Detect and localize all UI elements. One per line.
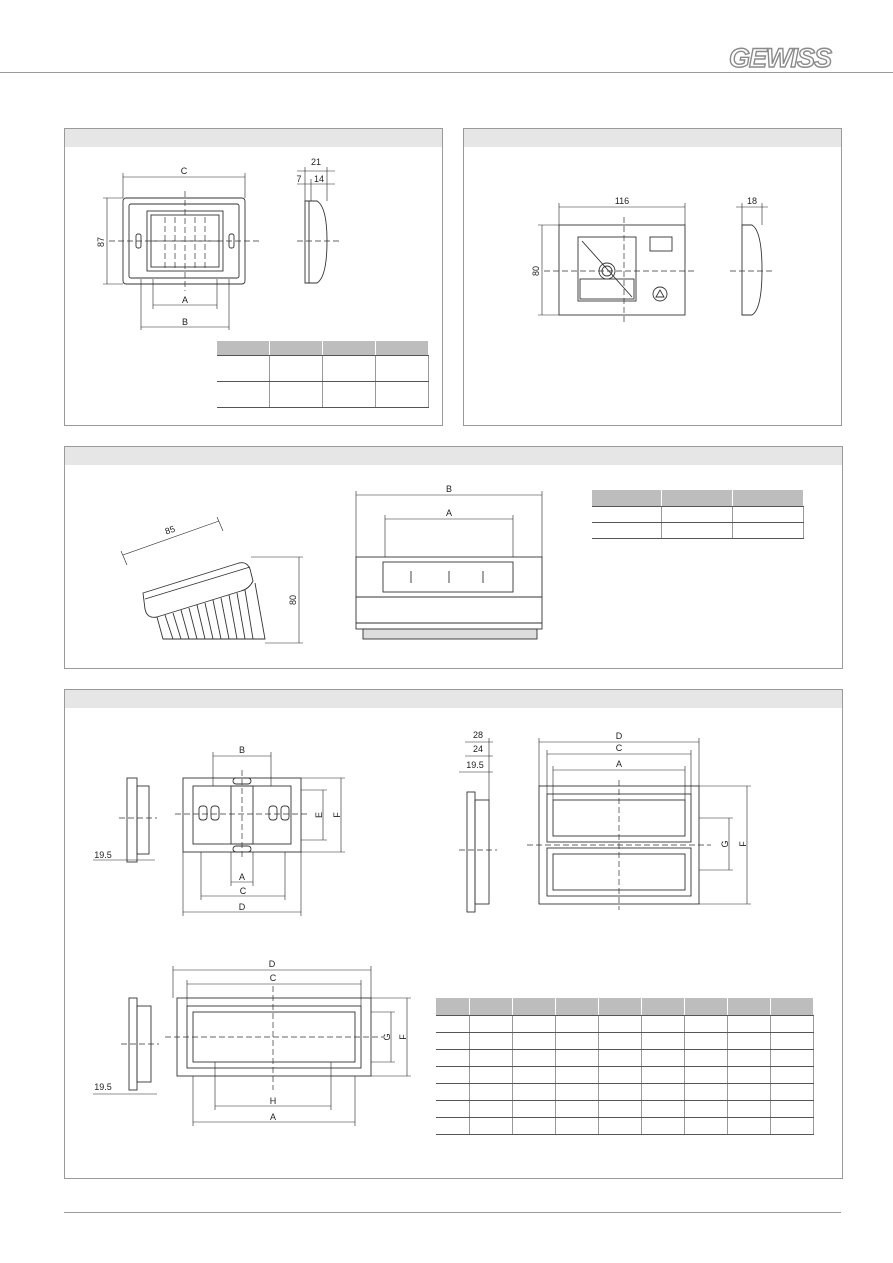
dim-g: G bbox=[382, 1033, 392, 1040]
panel-header bbox=[464, 129, 841, 147]
dim-f: F bbox=[398, 1034, 408, 1040]
dim-d: D bbox=[616, 731, 623, 741]
dim-h: H bbox=[270, 1096, 277, 1106]
dim-24: 24 bbox=[473, 744, 483, 754]
spec-table bbox=[592, 490, 805, 539]
dim-b: B bbox=[446, 484, 452, 494]
panel-brush-dimensions: 85 80 B A bbox=[64, 446, 843, 669]
panel-header bbox=[65, 690, 842, 708]
dim-b: B bbox=[239, 745, 245, 755]
drawing-plate: 116 80 18 bbox=[531, 196, 774, 325]
drawing-brush: 85 80 B A bbox=[120, 484, 543, 644]
dim-f: F bbox=[332, 812, 342, 818]
panel-plate-dimensions: 116 80 18 bbox=[463, 128, 842, 426]
dim-14: 14 bbox=[314, 174, 324, 184]
dim-116: 116 bbox=[615, 196, 629, 206]
dim-19-5c: 19.5 bbox=[94, 1082, 112, 1092]
dim-a: A bbox=[270, 1112, 276, 1122]
spec-table bbox=[436, 998, 815, 1135]
dim-a: A bbox=[446, 508, 452, 518]
drawing-boxes: 19.5 B E F A C D bbox=[93, 730, 751, 1126]
dim-g: G bbox=[720, 840, 730, 847]
header-rule bbox=[0, 72, 893, 73]
panel-header bbox=[65, 129, 442, 147]
dim-87: 87 bbox=[96, 237, 106, 247]
dim-80: 80 bbox=[531, 266, 541, 276]
dim-19-5: 19.5 bbox=[94, 850, 112, 860]
gewiss-logo: GEWISS bbox=[728, 42, 833, 72]
dim-80: 80 bbox=[288, 595, 298, 605]
dim-d: D bbox=[269, 959, 276, 969]
dim-c: C bbox=[616, 743, 623, 753]
dim-c: C bbox=[270, 973, 277, 983]
dim-18: 18 bbox=[747, 196, 757, 206]
dim-85: 85 bbox=[164, 524, 177, 537]
dim-7: 7 bbox=[296, 174, 301, 184]
footer-rule bbox=[64, 1212, 841, 1213]
dim-c: C bbox=[240, 886, 247, 896]
dim-28: 28 bbox=[473, 730, 483, 740]
panel-box-dimensions: 19.5 B E F A C D bbox=[64, 689, 843, 1179]
drawing-frame: C 87 A B 21 7 14 bbox=[96, 157, 341, 330]
dim-d: D bbox=[239, 902, 246, 912]
dim-c: C bbox=[181, 166, 188, 176]
svg-text:GEWISS: GEWISS bbox=[729, 43, 832, 72]
dim-a: A bbox=[182, 295, 188, 305]
dim-a: A bbox=[616, 759, 622, 769]
panel-header bbox=[65, 447, 842, 465]
dim-a: A bbox=[239, 872, 245, 882]
dim-e: E bbox=[314, 812, 324, 818]
panel-frame-dimensions: C 87 A B 21 7 14 bbox=[64, 128, 443, 426]
dim-b: B bbox=[182, 317, 188, 327]
dim-f: F bbox=[738, 841, 748, 847]
dim-19-5b: 19.5 bbox=[466, 760, 484, 770]
spec-table bbox=[217, 341, 429, 408]
dim-21: 21 bbox=[311, 157, 321, 167]
